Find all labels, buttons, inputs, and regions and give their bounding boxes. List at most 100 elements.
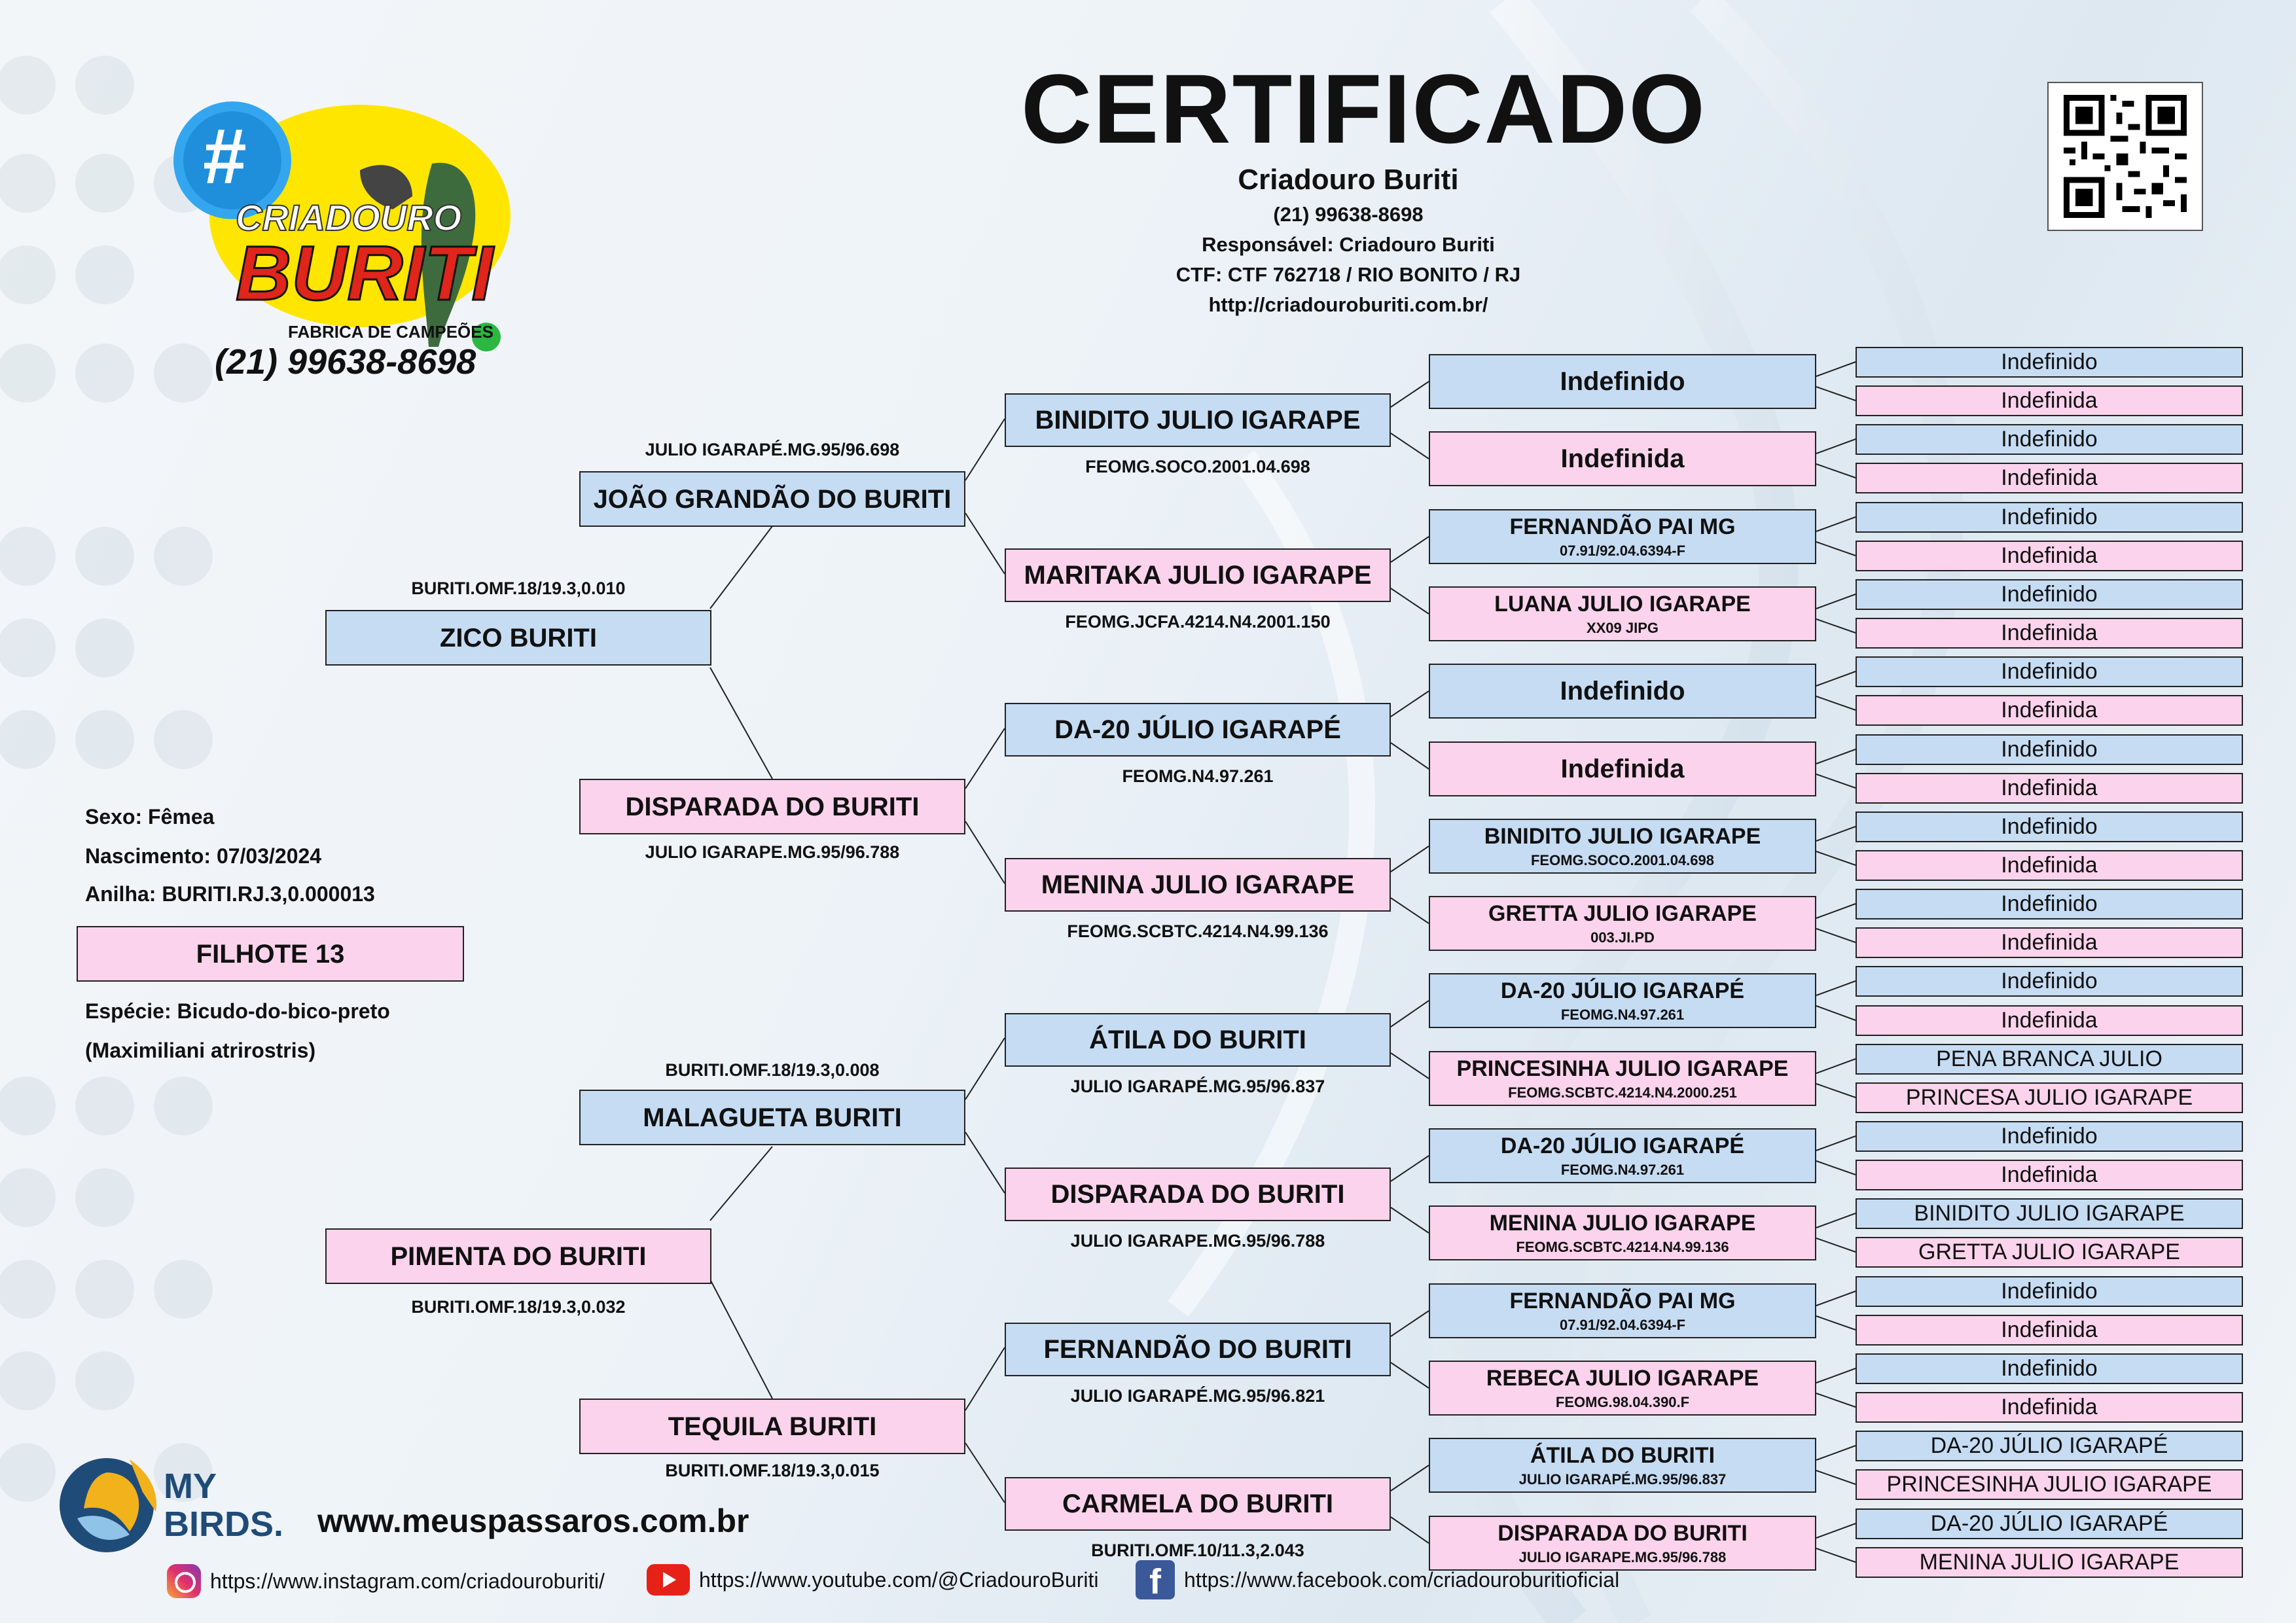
qr-code[interactable] [2047, 82, 2203, 231]
gen5-box-24: Indefinido [1856, 1276, 2243, 1307]
gen4-name: Indefinido [1560, 367, 1685, 396]
footer-website[interactable]: www.meuspassaros.com.br [317, 1503, 749, 1539]
youtube-link[interactable]: https://www.youtube.com/@CriadouroBuriti [647, 1564, 1099, 1596]
mybirds-logo: MY BIRDS. [51, 1446, 293, 1558]
gen3-reg-6: JULIO IGARAPÉ.MG.95/96.821 [1070, 1386, 1325, 1406]
gen2-box-3: TEQUILA BURITI [579, 1399, 965, 1454]
breeder-website[interactable]: http://criadouroburiti.com.br/ [1208, 293, 1488, 316]
mybirds-bird-icon [60, 1458, 156, 1552]
facebook-url: https://www.facebook.com/criadouroburiti… [1184, 1567, 1620, 1592]
mybirds-birds: BIRDS. [164, 1505, 284, 1544]
bird-name-box: FILHOTE 13 [77, 926, 464, 982]
gen3-box-5: DISPARADA DO BURITI [1005, 1168, 1391, 1221]
gen4-name: PRINCESINHA JULIO IGARAPE [1456, 1056, 1789, 1081]
gen5-box-3: Indefinida [1856, 463, 2243, 493]
gen3-reg-5: JULIO IGARAPE.MG.95/96.788 [1070, 1231, 1325, 1251]
gen4-reg: 003.JI.PD [1590, 929, 1655, 946]
youtube-url: https://www.youtube.com/@CriadouroBuriti [699, 1567, 1099, 1592]
breeder-phone: (21) 99638-8698 [1273, 203, 1424, 226]
gen4-box-8: DA-20 JÚLIO IGARAPÉ FEOMG.N4.97.261 [1429, 973, 1816, 1028]
gen3-box-1: MARITAKA JULIO IGARAPE [1005, 548, 1391, 602]
bird-species: Espécie: Bicudo-do-bico-preto [85, 999, 390, 1023]
mother-reg: BURITI.OMF.18/19.3,0.032 [411, 1297, 626, 1317]
gen5-box-11: Indefinida [1856, 773, 2243, 804]
gen4-box-4: Indefinido [1429, 664, 1816, 719]
gen2-box-1: DISPARADA DO BURITI [579, 779, 965, 834]
gen5-box-18: PENA BRANCA JULIO [1856, 1044, 2243, 1075]
gen4-reg: FEOMG.SCBTC.4214.N4.2000.251 [1508, 1084, 1737, 1101]
bird-sex: Sexo: Fêmea [85, 805, 215, 829]
gen3-box-7: CARMELA DO BURITI [1005, 1477, 1391, 1531]
certificate-title: CERTIFICADO [1021, 54, 1706, 164]
logo-graphic [173, 101, 511, 351]
gen5-box-20: Indefinido [1856, 1121, 2243, 1152]
gen4-reg: JULIO IGARAPE.MG.95/96.788 [1518, 1548, 1727, 1565]
logo-line1: CRIADOURO [235, 196, 462, 239]
bird-scientific: (Maximiliani atrirostris) [85, 1039, 316, 1062]
gen4-box-0: Indefinido [1429, 354, 1816, 409]
gen5-box-5: Indefinida [1856, 541, 2243, 571]
gen5-box-14: Indefinido [1856, 889, 2243, 919]
gen5-box-0: Indefinido [1856, 347, 2243, 378]
gen5-box-21: Indefinida [1856, 1160, 2243, 1190]
gen3-reg-4: JULIO IGARAPÉ.MG.95/96.837 [1070, 1077, 1325, 1096]
gen4-name: FERNANDÃO PAI MG [1509, 1288, 1736, 1313]
instagram-icon [167, 1564, 201, 1598]
gen4-reg: FEOMG.SCBTC.4214.N4.99.136 [1516, 1238, 1729, 1255]
gen4-name: Indefinido [1560, 677, 1685, 705]
gen4-reg: XX09 JIPG [1586, 619, 1659, 636]
gen4-name: BINIDITO JULIO IGARAPE [1484, 823, 1761, 849]
breeder-logo: # CRIADOURO BURITI FABRICA DE CAMPEÕES (… [164, 98, 517, 393]
gen2-reg-1: JULIO IGARAPE.MG.95/96.788 [645, 842, 900, 862]
gen5-box-4: Indefinido [1856, 502, 2243, 533]
logo-phone: (21) 99638-8698 [215, 342, 476, 382]
gen5-box-23: GRETTA JULIO IGARAPE [1856, 1237, 2243, 1268]
bird-ring: Anilha: BURITI.RJ.3,0.000013 [85, 882, 375, 906]
gen5-box-8: Indefinido [1856, 656, 2243, 687]
gen5-box-25: Indefinida [1856, 1315, 2243, 1346]
gen4-name: FERNANDÃO PAI MG [1509, 514, 1736, 539]
gen4-box-1: Indefinida [1429, 431, 1816, 486]
mother-box: PIMENTA DO BURITI [325, 1228, 711, 1284]
gen5-box-6: Indefinido [1856, 579, 2243, 610]
gen4-name: DA-20 JÚLIO IGARAPÉ [1500, 978, 1745, 1003]
gen4-name: ÁTILA DO BURITI [1530, 1442, 1715, 1468]
gen5-box-22: BINIDITO JULIO IGARAPE [1856, 1198, 2243, 1229]
instagram-url: https://www.instagram.com/criadouroburit… [210, 1569, 605, 1593]
gen2-box-0: JOÃO GRANDÃO DO BURITI [579, 471, 965, 527]
gen4-box-11: MENINA JULIO IGARAPE FEOMG.SCBTC.4214.N4.… [1429, 1205, 1816, 1260]
gen3-box-4: ÁTILA DO BURITI [1005, 1013, 1391, 1067]
header-info: Criadouro Buriti (21) 99638-8698 Respons… [1021, 164, 1676, 317]
mybirds-my: MY [164, 1467, 217, 1506]
gen4-reg: FEOMG.N4.97.261 [1560, 1006, 1685, 1023]
gen4-reg: 07.91/92.04.6394-F [1559, 542, 1686, 559]
gen5-box-2: Indefinido [1856, 424, 2243, 455]
father-box: ZICO BURITI [325, 610, 711, 666]
gen5-box-28: DA-20 JÚLIO IGARAPÉ [1856, 1431, 2243, 1461]
gen3-box-0: BINIDITO JULIO IGARAPE [1005, 393, 1391, 447]
gen5-box-17: Indefinida [1856, 1005, 2243, 1036]
gen3-reg-1: FEOMG.JCFA.4214.N4.2001.150 [1065, 612, 1331, 632]
gen3-reg-0: FEOMG.SOCO.2001.04.698 [1085, 457, 1310, 476]
gen5-box-12: Indefinido [1856, 812, 2243, 842]
gen5-box-15: Indefinida [1856, 927, 2243, 958]
gen5-box-26: Indefinido [1856, 1353, 2243, 1384]
gen2-reg-0: JULIO IGARAPÉ.MG.95/96.698 [645, 440, 900, 459]
gen3-reg-2: FEOMG.N4.97.261 [1122, 766, 1274, 786]
gen3-box-3: MENINA JULIO IGARAPE [1005, 858, 1391, 912]
outer-connector-path [1390, 361, 1856, 1563]
gen4-box-3: LUANA JULIO IGARAPE XX09 JIPG [1429, 586, 1816, 641]
facebook-link[interactable]: f https://www.facebook.com/criadouroburi… [1136, 1560, 1620, 1601]
gen4-name: DISPARADA DO BURITI [1498, 1520, 1748, 1546]
gen4-box-5: Indefinida [1429, 741, 1816, 796]
bird-birth: Nascimento: 07/03/2024 [85, 844, 322, 868]
instagram-link[interactable]: https://www.instagram.com/criadouroburit… [167, 1564, 605, 1598]
logo-line2: BURITI [234, 230, 493, 318]
gen4-name: MENINA JULIO IGARAPE [1489, 1210, 1756, 1236]
gen4-name: LUANA JULIO IGARAPE [1494, 591, 1751, 616]
gen5-box-1: Indefinida [1856, 385, 2243, 416]
